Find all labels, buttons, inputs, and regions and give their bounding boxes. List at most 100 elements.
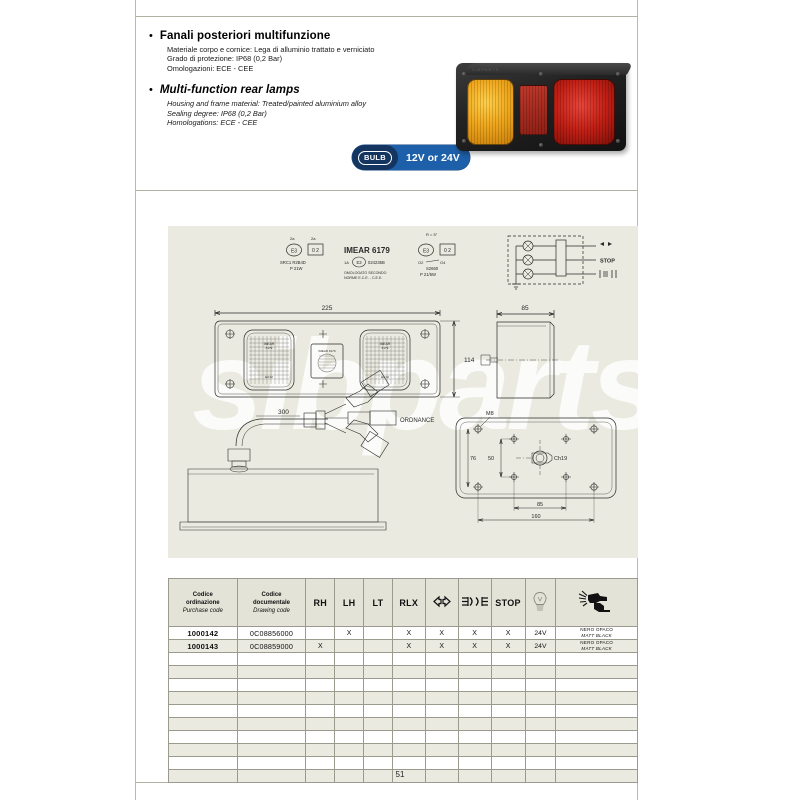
cell-drawing-code xyxy=(236,704,307,718)
cell-rh xyxy=(305,769,336,783)
cell-lh xyxy=(334,691,365,705)
cell-rh xyxy=(305,691,336,705)
cell-bulb: 24V xyxy=(524,626,557,640)
cell-turn xyxy=(424,704,459,718)
cell-lh: X xyxy=(334,626,365,640)
cell-rlx xyxy=(391,665,426,679)
cell-bulb xyxy=(524,691,557,705)
page-border-left xyxy=(135,0,136,800)
bullet-icon-en: • xyxy=(149,84,153,97)
svg-text:E3 02: E3 02 xyxy=(381,375,389,379)
svg-text:IMEAR: IMEAR xyxy=(264,342,275,346)
table-row[interactable] xyxy=(168,743,638,757)
cell-drawing-code xyxy=(236,769,307,783)
table-row[interactable] xyxy=(168,717,638,731)
cell-lh xyxy=(334,756,365,770)
cell-paint: NERO OPACO MATT BLACK xyxy=(555,626,638,640)
housing-emboss-text: SIBPARTS xyxy=(472,67,500,72)
english-spec-list: Housing and frame material: Treated/pain… xyxy=(167,99,449,127)
cell-lt xyxy=(363,730,393,744)
cell-rh xyxy=(305,678,336,692)
spec-protection-en: Sealing degree: IP68 (0,2 Bar) xyxy=(167,108,267,118)
mounting-pattern-group: M8 Ch19 xyxy=(455,411,617,523)
cell-rh xyxy=(305,756,336,770)
screw-top-center xyxy=(539,72,543,76)
table-row[interactable] xyxy=(168,756,638,770)
cell-position xyxy=(457,743,492,757)
cell-turn xyxy=(424,769,459,783)
cell-bulb xyxy=(524,704,557,718)
cell-paint xyxy=(555,756,638,770)
cell-bulb xyxy=(524,717,557,731)
cell-stop xyxy=(490,691,526,705)
cell-stop xyxy=(490,769,526,783)
table-row[interactable] xyxy=(168,678,638,692)
cell-stop: X xyxy=(490,639,526,653)
cell-paint xyxy=(555,717,638,731)
cell-position xyxy=(457,730,492,744)
cell-position: X xyxy=(457,639,492,653)
cell-bulb xyxy=(524,769,557,783)
cell-drawing-code xyxy=(236,730,307,744)
table-row[interactable] xyxy=(168,652,638,666)
cell-bulb xyxy=(524,652,557,666)
cell-position xyxy=(457,691,492,705)
table-row[interactable] xyxy=(168,769,638,783)
product-title-italian: Fanali posteriori multifunzione xyxy=(159,30,331,42)
paint-color-it: NERO OPACO xyxy=(580,640,614,646)
cell-paint xyxy=(555,678,638,692)
table-row[interactable] xyxy=(168,704,638,718)
cell-lh xyxy=(334,743,365,757)
header-drawing-it-1: Codice xyxy=(261,591,282,598)
svg-text:E3: E3 xyxy=(356,260,362,265)
header-lt: LT xyxy=(372,597,384,608)
cell-lt xyxy=(363,704,393,718)
paint-color-en: MATT BLACK xyxy=(581,633,612,638)
table-row[interactable] xyxy=(168,730,638,744)
cell-stop xyxy=(490,678,526,692)
cell-purchase-code xyxy=(168,743,238,757)
header-purchase-en: Purchase code xyxy=(182,607,223,614)
svg-text:E3: E3 xyxy=(291,249,297,255)
cell-stop xyxy=(490,665,526,679)
table-header: Codice ordinazione Purchase code Codice … xyxy=(168,578,638,627)
position-light-icon xyxy=(461,597,488,606)
table-row[interactable]: 1000142 0C08856000 X X X X X 24V NERO OP… xyxy=(168,626,638,640)
table-row[interactable]: 1000143 0C08859000 X X X X X 24V NERO OP… xyxy=(168,639,638,653)
technical-drawing-svg: E3 0 2 2a 2a SRC1 R2B4D P 21W IMEAR 6179… xyxy=(179,232,617,531)
cell-lh xyxy=(334,639,365,653)
svg-text:M8: M8 xyxy=(486,411,494,417)
cell-purchase-code xyxy=(168,652,238,666)
cell-rh xyxy=(305,652,336,666)
cell-rh: X xyxy=(305,639,336,653)
bulb-icon xyxy=(534,591,547,610)
svg-text:85: 85 xyxy=(537,502,543,508)
table-row[interactable] xyxy=(168,665,638,679)
cell-paint xyxy=(555,652,638,666)
cell-turn: X xyxy=(424,626,459,640)
cable-harness-group: 300 ORDNANCE xyxy=(179,369,434,531)
cell-purchase-code xyxy=(168,691,238,705)
spec-homolog-en: Homologations: ECE - CEE xyxy=(167,118,258,128)
cell-purchase-code xyxy=(168,769,238,783)
cell-turn xyxy=(424,691,459,705)
header-spacer xyxy=(149,73,449,84)
cell-rh xyxy=(305,704,336,718)
cell-stop xyxy=(490,743,526,757)
cell-rlx: X xyxy=(391,626,426,640)
cell-lh xyxy=(334,717,365,731)
cell-purchase-code xyxy=(168,756,238,770)
cell-lt xyxy=(363,756,393,770)
cell-position xyxy=(457,769,492,783)
cell-rlx: X xyxy=(391,639,426,653)
cell-rlx xyxy=(391,730,426,744)
header-bulb xyxy=(524,578,557,627)
product-header: • Fanali posteriori multifunzione Materi… xyxy=(149,30,449,127)
red-tail-lens xyxy=(553,79,615,145)
svg-text:IMEAR: IMEAR xyxy=(380,342,391,346)
header-paint-finish xyxy=(555,578,638,627)
table-row[interactable] xyxy=(168,691,638,705)
cell-lh xyxy=(334,652,365,666)
english-title-row: • Multi-function rear lamps xyxy=(149,84,449,97)
screw-bottom-right xyxy=(616,139,620,143)
